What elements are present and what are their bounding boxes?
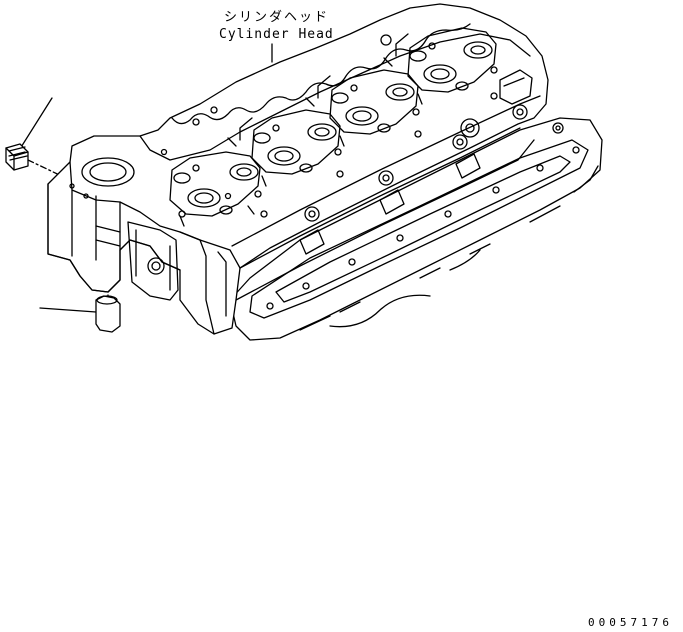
drawing-number: 00057176 — [588, 616, 673, 629]
plug-top-icon — [6, 144, 70, 180]
cylinder-head-body — [48, 4, 548, 334]
cylinder-1 — [170, 152, 261, 226]
leader-line-top-plug — [18, 98, 52, 152]
label-cylinder-head-jp: シリンダヘッド — [224, 10, 330, 25]
leader-line-bottom-plug — [40, 308, 96, 312]
plug-bottom-icon — [96, 258, 120, 332]
cylinder-4 — [396, 28, 497, 104]
cylinder-2 — [240, 110, 341, 186]
flange-bolt-holes — [267, 123, 579, 309]
cylinder-3 — [318, 70, 419, 146]
label-cylinder-head-en: Cylinder Head — [219, 27, 334, 42]
leader-lines — [18, 44, 272, 312]
rail-bolt-bosses — [305, 105, 527, 221]
deck-bolt-holes — [70, 93, 497, 217]
cylinder-pockets — [170, 28, 532, 226]
oil-pan — [230, 118, 602, 340]
